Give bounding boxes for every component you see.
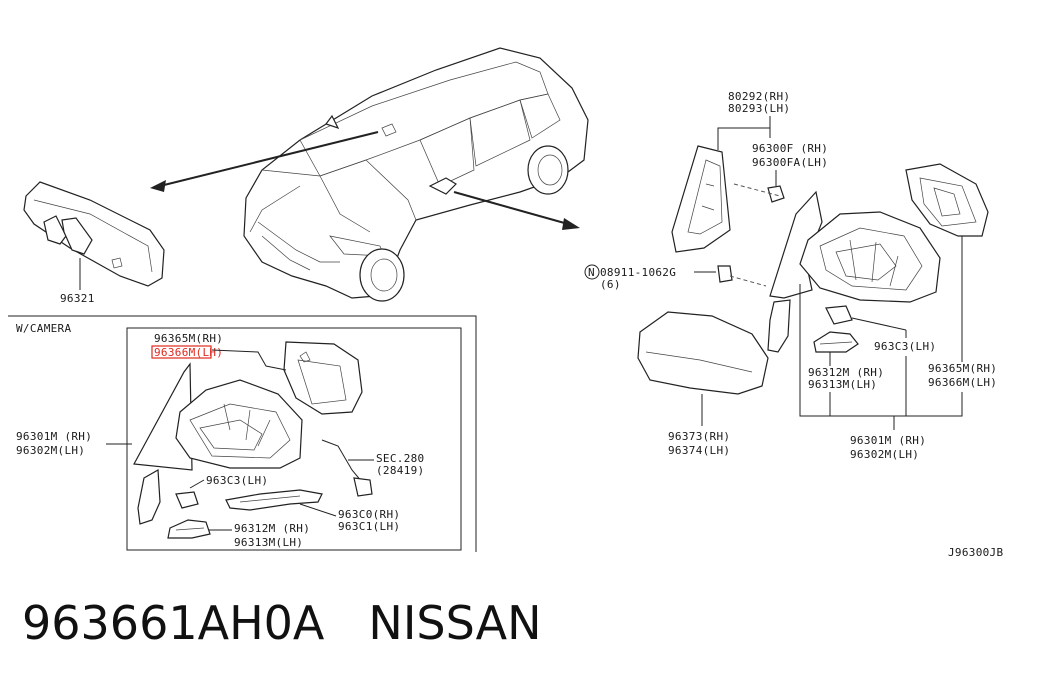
footer: 963661AH0A NISSAN: [22, 596, 542, 666]
highlight-box: [151, 345, 212, 359]
pointer-arrows: [150, 131, 580, 230]
label-inset-assy-lh: 96302M(LH): [16, 444, 85, 457]
label-96374: 96374(LH): [668, 444, 730, 457]
label-inset-963C1: 963C1(LH): [338, 520, 400, 533]
label-96300F: 96300F (RH): [752, 142, 828, 155]
brand-name: NISSAN: [368, 596, 542, 650]
label-80293: 80293(LH): [728, 102, 790, 115]
diagram-code: J96300JB: [948, 546, 1003, 559]
vehicle-illustration: [243, 47, 589, 302]
label-96365M-rh: 96365M(RH): [154, 332, 223, 345]
label-sec-28419: (28419): [376, 464, 424, 477]
mirror-exploded-view: 80292(RH) 80293(LH) 96300F (RH) 96300FA(…: [584, 90, 997, 461]
label-inset-96313M: 96313M(LH): [234, 536, 303, 549]
label-96312M: 96312M (RH): [808, 366, 884, 379]
label-inset-96312M: 96312M (RH): [234, 522, 310, 535]
label-96366M-lh: 96366M(LH): [154, 346, 223, 359]
label-963C3: 963C3(LH): [874, 340, 936, 353]
label-08911: 08911-1062G: [600, 266, 676, 279]
label-inset-assy-rh: 96301M (RH): [16, 430, 92, 443]
label-inset-963C0: 963C0(RH): [338, 508, 400, 521]
nut-symbol: N: [588, 266, 595, 279]
label-96321: 96321: [60, 292, 95, 305]
label-80292: 80292(RH): [728, 90, 790, 103]
label-nut-qty: (6): [600, 278, 621, 291]
label-96302M: 96302M(LH): [850, 448, 919, 461]
label-96313M: 96313M(LH): [808, 378, 877, 391]
nut-symbol-circle: [584, 264, 600, 280]
label-96300FA: 96300FA(LH): [752, 156, 828, 169]
label-96366M: 96366M(LH): [928, 376, 997, 389]
label-96301M: 96301M (RH): [850, 434, 926, 447]
label-96365M: 96365M(RH): [928, 362, 997, 375]
inset-title: W/CAMERA: [16, 322, 71, 335]
label-sec-280: SEC.280: [376, 452, 424, 465]
rearview-mirror: 96321: [23, 181, 165, 305]
label-96373: 96373(RH): [668, 430, 730, 443]
part-number: 963661AH0A: [22, 596, 325, 650]
label-inset-963C3: 963C3(LH): [206, 474, 268, 487]
camera-inset: W/CAMERA 96365M(RH) 96366M(LH) 96301M (R…: [8, 315, 477, 552]
